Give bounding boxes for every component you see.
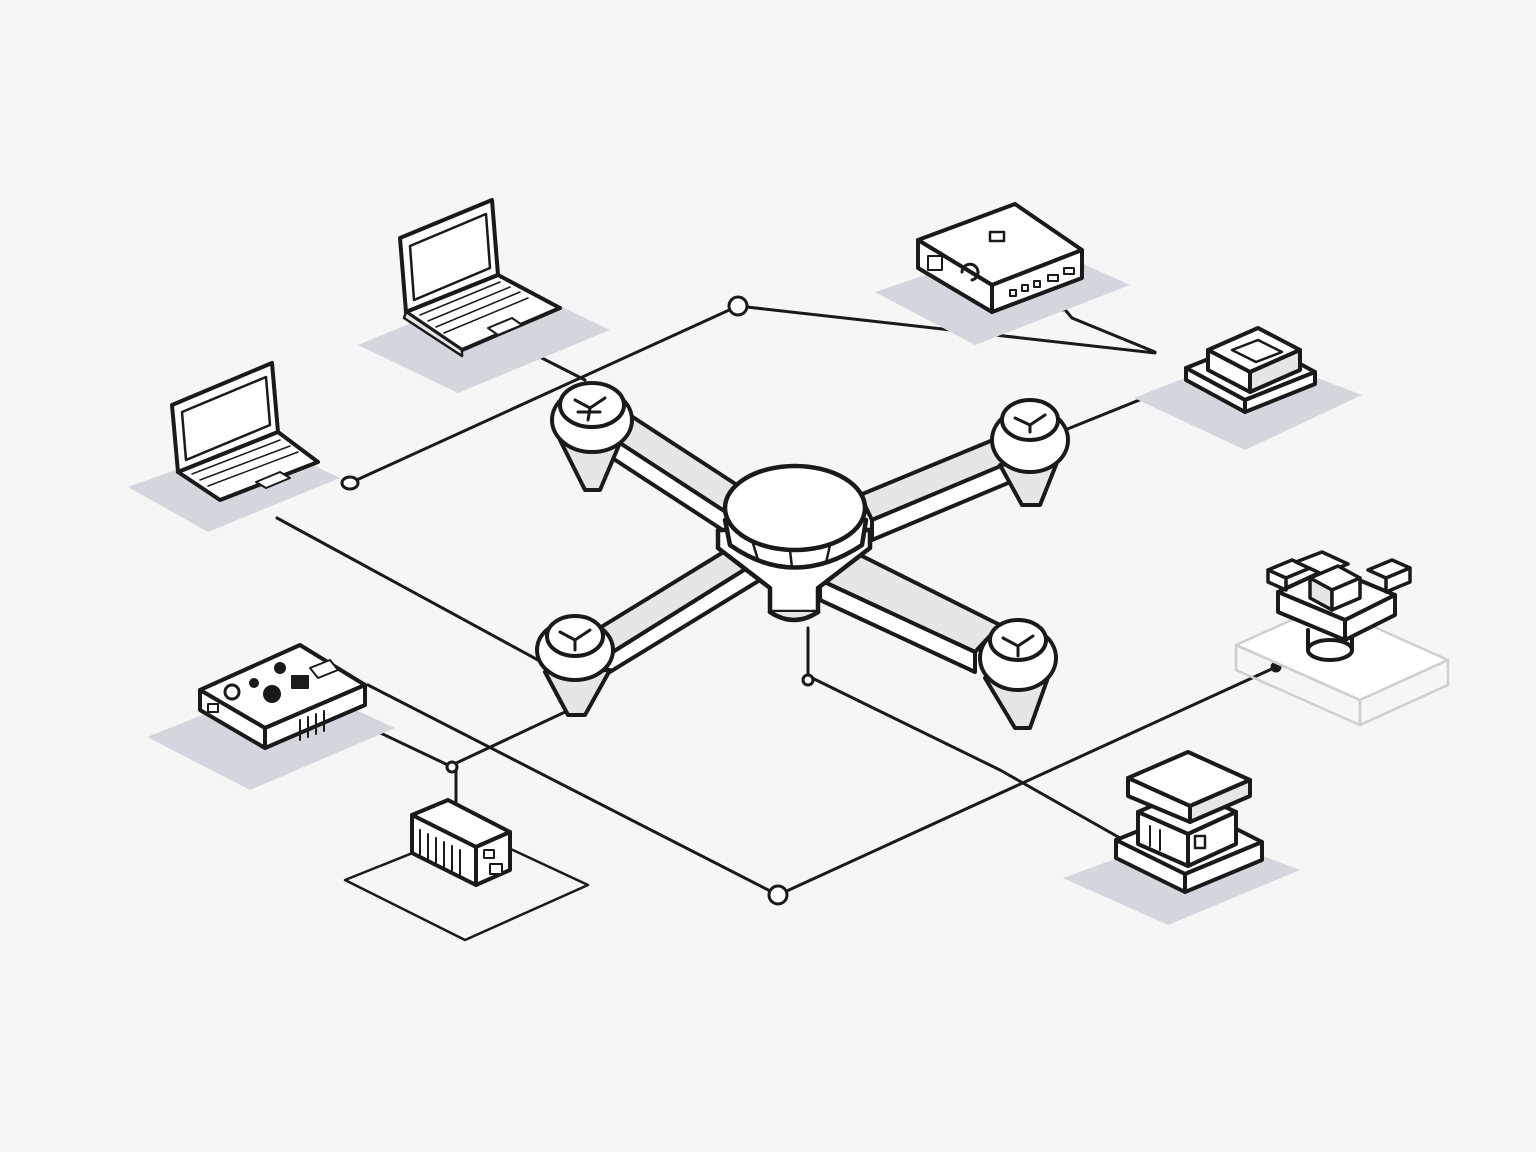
- laptop-icon: [170, 361, 320, 502]
- battery-pack[interactable]: [343, 798, 590, 942]
- media-box[interactable]: [916, 202, 1084, 314]
- controller-device-icon: [198, 643, 367, 750]
- router-small[interactable]: [1184, 326, 1317, 414]
- control-unit[interactable]: [198, 643, 367, 750]
- link-drone-to-server: [806, 626, 1122, 840]
- junction-node-bottom: [767, 884, 789, 906]
- drone-motor-top-right: [990, 398, 1070, 507]
- drone-motor-top-left: [550, 381, 634, 492]
- link-left-laptop-to-drone: [275, 516, 562, 674]
- server-module-icon: [1266, 550, 1412, 662]
- junction-node-battery: [445, 760, 459, 774]
- docking-station-icon: [1114, 750, 1264, 894]
- battery-module-icon: [410, 798, 512, 887]
- drone-body: [715, 463, 873, 623]
- junction-node-left: [340, 475, 360, 491]
- set-top-box-icon: [916, 202, 1084, 314]
- server-module[interactable]: [1234, 550, 1450, 727]
- junction-node-top: [727, 295, 749, 317]
- drone-hub[interactable]: [535, 381, 1070, 730]
- charging-station[interactable]: [1114, 750, 1264, 894]
- drone-motor-bottom-right: [978, 618, 1058, 730]
- router-icon: [1184, 326, 1317, 414]
- laptop-top[interactable]: [398, 198, 562, 358]
- laptop-icon: [398, 198, 562, 358]
- junction-node-drone: [801, 673, 815, 687]
- drone-motor-bottom-left: [535, 614, 615, 717]
- laptop-left[interactable]: [170, 361, 320, 502]
